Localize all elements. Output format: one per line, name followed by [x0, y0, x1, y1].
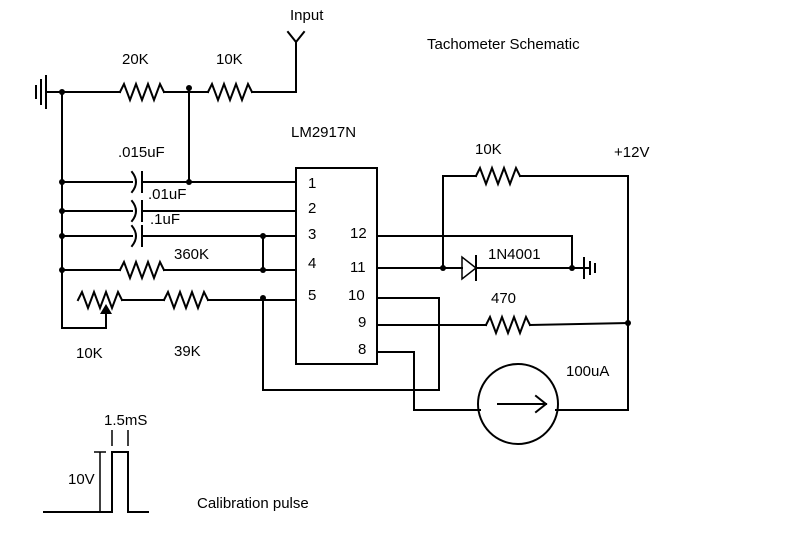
ground-symbol-right [583, 257, 596, 279]
diode-1n4001 [461, 255, 478, 281]
ammeter-100ua [477, 363, 559, 445]
resistor-39k [162, 289, 210, 311]
ground-symbol-left [35, 75, 63, 109]
label-470: 470 [491, 290, 516, 307]
resistor-10k-supply [474, 165, 522, 187]
label-100ua: 100uA [566, 363, 609, 380]
wire-pot-wiper [61, 311, 107, 329]
pot-wiper-arrow [100, 304, 112, 314]
pin-4-label: 4 [308, 255, 316, 272]
calibration-pulse-waveform [43, 430, 149, 513]
input-terminal: Input [286, 7, 324, 93]
label-39k: 39K [174, 343, 201, 360]
resistor-360k [118, 259, 166, 281]
potentiometer-10k [76, 289, 124, 311]
pin-11-label: 11 [350, 259, 366, 276]
capacitor-1uf [130, 224, 143, 248]
label-360k: 360K [174, 246, 209, 263]
lm2917n-ic: LM2917N 1 2 3 4 5 12 11 10 9 8 [291, 124, 378, 365]
label-10k-supply: 10K [475, 141, 502, 158]
pin-3-label: 3 [308, 226, 316, 243]
input-label: Input [290, 7, 324, 24]
pin-12-label: 12 [350, 225, 367, 242]
label-01uf: .01uF [148, 186, 186, 203]
pin-2-label: 2 [308, 200, 316, 217]
pin-9-label: 9 [358, 314, 366, 331]
pin-1-label: 1 [308, 175, 316, 192]
resistor-470 [484, 314, 532, 336]
label-10k-input: 10K [216, 51, 243, 68]
label-pot-10k: 10K [76, 345, 103, 362]
label-015uf: .015uF [118, 144, 165, 161]
calibration-amplitude-label: 10V [68, 471, 95, 488]
schematic-title: Tachometer Schematic [427, 36, 580, 53]
pin-8-label: 8 [358, 341, 366, 358]
label-20k: 20K [122, 51, 149, 68]
supply-label: +12V [614, 144, 649, 161]
pin-10-label: 10 [348, 287, 365, 304]
label-1uf: .1uF [150, 211, 180, 228]
calibration-width-label: 1.5mS [104, 412, 147, 429]
resistor-10k-input [206, 81, 254, 103]
ic-label: LM2917N [291, 124, 356, 141]
pin-5-label: 5 [308, 287, 316, 304]
resistor-20k [118, 81, 166, 103]
label-1n4001: 1N4001 [488, 246, 541, 263]
capacitor-01uf [130, 199, 143, 223]
capacitor-015uf [130, 170, 143, 194]
calibration-pulse-label: Calibration pulse [197, 495, 309, 512]
